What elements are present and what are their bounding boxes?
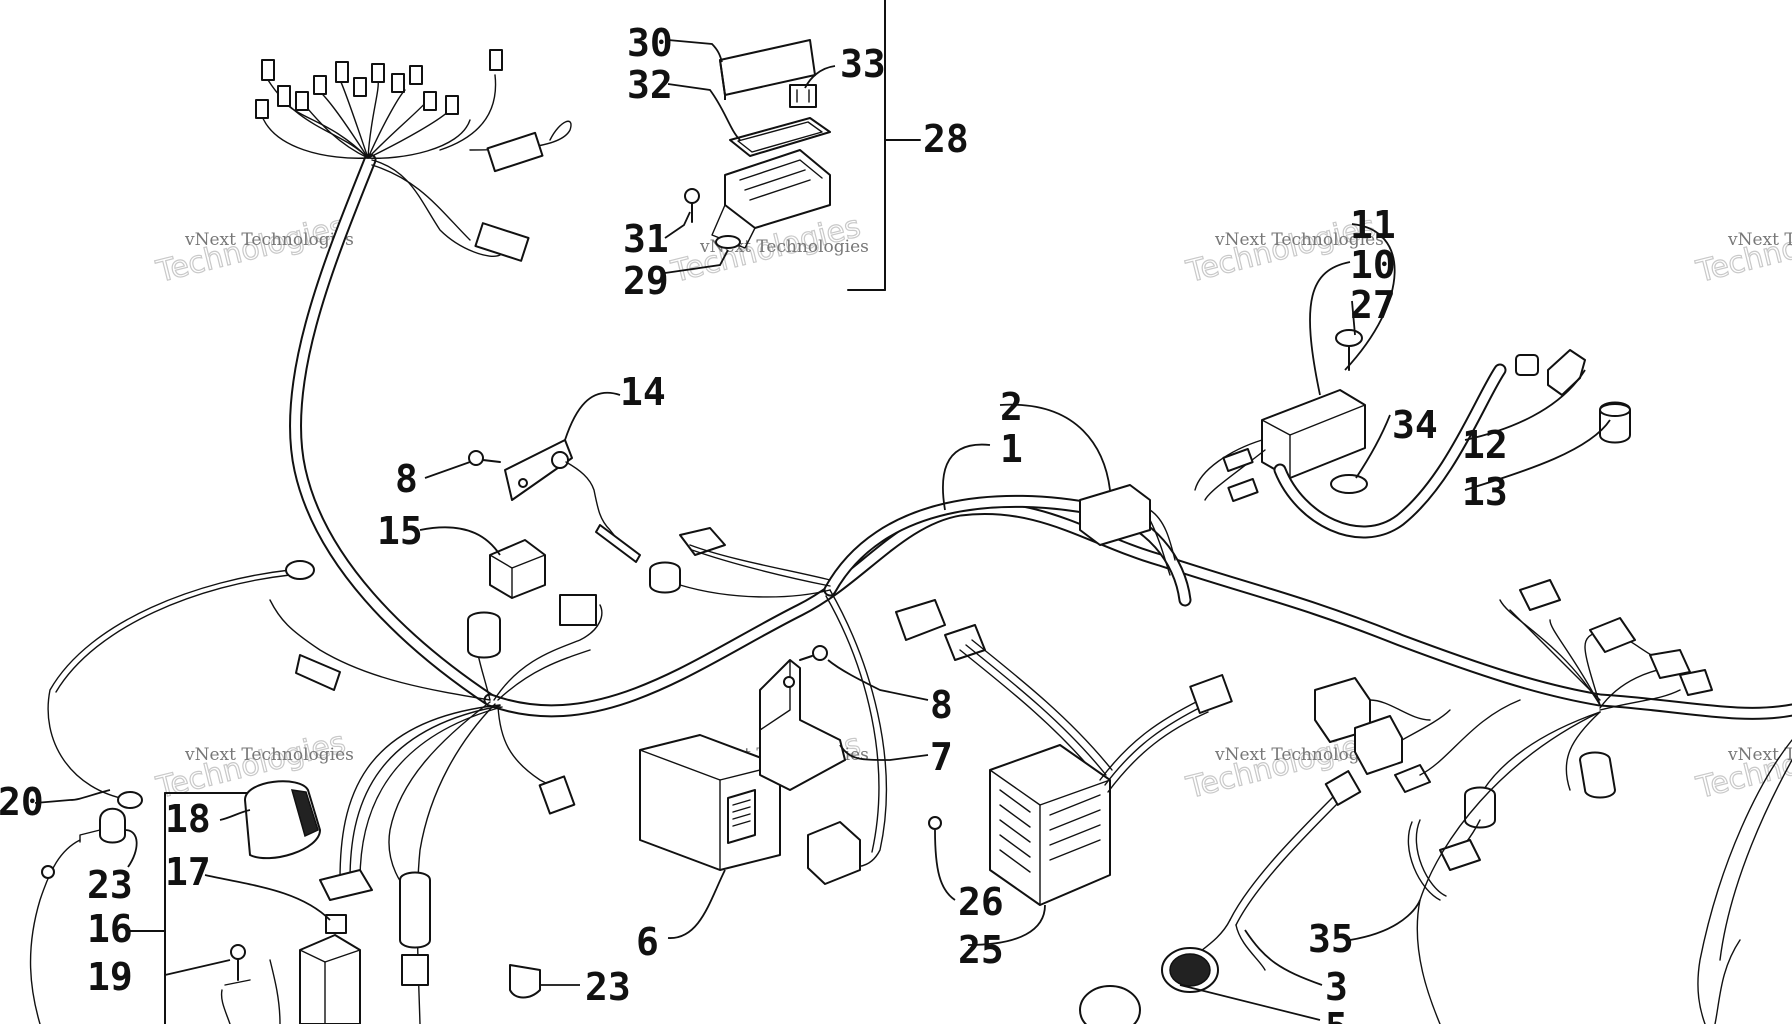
callout-7: 7 xyxy=(930,735,953,779)
callout-20: 20 xyxy=(0,780,44,824)
ignition-module-assembly xyxy=(1194,329,1631,539)
watermark-text: vNext Technologies xyxy=(1214,745,1384,765)
callout-27: 27 xyxy=(1350,283,1396,327)
leader-lines xyxy=(34,39,1611,1021)
callout-15: 15 xyxy=(377,509,423,553)
callout-34: 34 xyxy=(1392,403,1438,447)
cdi-module xyxy=(639,734,781,871)
callout-31: 31 xyxy=(623,217,669,261)
callout-19: 19 xyxy=(87,955,133,999)
watermark-text: vNext Technologies xyxy=(1214,230,1384,250)
relay-15 xyxy=(489,539,546,599)
callout-28: 28 xyxy=(923,117,969,161)
mounting-bracket xyxy=(759,645,861,885)
callout-14: 14 xyxy=(620,370,666,414)
callout-29: 29 xyxy=(623,259,669,303)
callout-11: 11 xyxy=(1350,203,1396,247)
callout-12: 12 xyxy=(1462,423,1508,467)
watermark-text: Technologies xyxy=(1692,725,1792,806)
callout-2: 2 xyxy=(1000,385,1023,429)
top-wire-splay xyxy=(255,49,572,262)
callout-13: 13 xyxy=(1462,470,1508,514)
watermark-text: vNext Technologies xyxy=(699,237,869,257)
callout-8: 8 xyxy=(395,457,418,501)
callout-32: 32 xyxy=(627,63,673,107)
harness-connectors xyxy=(649,484,1792,1024)
watermark-text: vNext Technologies xyxy=(184,230,354,250)
callout-5: 5 xyxy=(1325,1005,1348,1024)
callout-17: 17 xyxy=(165,850,211,894)
watermark-text: vNext Technologies xyxy=(184,745,354,765)
callout-8: 8 xyxy=(930,683,953,727)
callout-30: 30 xyxy=(627,21,673,65)
fuse-box-assembly xyxy=(684,0,921,291)
watermark-text: vNext Technologies xyxy=(1727,230,1792,250)
callout-33: 33 xyxy=(840,42,886,86)
main-harness xyxy=(288,153,1792,868)
callout-35: 35 xyxy=(1308,917,1354,961)
watermark-text: vNext Technologies xyxy=(1727,745,1792,765)
callout-10: 10 xyxy=(1350,243,1396,287)
callout-1: 1 xyxy=(1000,427,1023,471)
left-branch-wires xyxy=(47,560,603,1024)
callout-23: 23 xyxy=(585,965,631,1009)
callout-23: 23 xyxy=(87,863,133,907)
callout-3: 3 xyxy=(1325,965,1348,1009)
callout-16: 16 xyxy=(87,907,133,951)
callout-numbers: 30 32 33 28 31 29 11 10 27 34 12 13 14 8… xyxy=(0,21,1508,1024)
callout-25: 25 xyxy=(958,928,1004,972)
callout-18: 18 xyxy=(165,797,211,841)
starter-relay-group xyxy=(29,780,361,1024)
sensor-bracket xyxy=(468,439,641,563)
callout-26: 26 xyxy=(958,880,1004,924)
callout-6: 6 xyxy=(636,920,659,964)
